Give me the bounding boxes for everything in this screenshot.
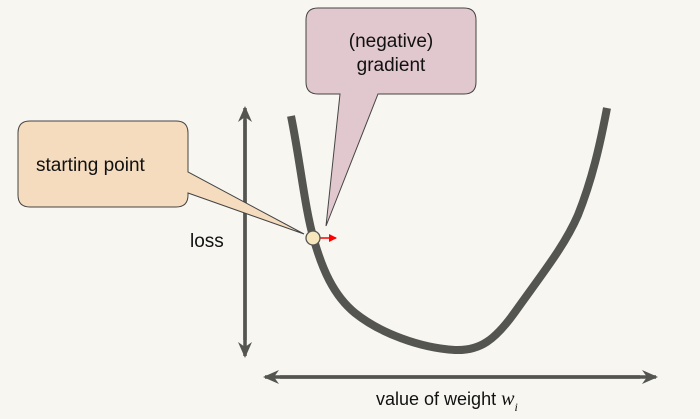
loss-axis-label: loss bbox=[190, 231, 224, 252]
starting-point-label: starting point bbox=[36, 155, 146, 176]
starting-point-marker bbox=[305, 230, 321, 246]
gradient-callout: (negative) gradient bbox=[305, 7, 477, 227]
weight-axis-label: value of weight wi bbox=[376, 388, 518, 414]
gradient-callout-line2: gradient bbox=[357, 55, 426, 76]
gradient-callout-line1: (negative) bbox=[349, 31, 434, 52]
starting-point-callout: starting point bbox=[17, 120, 305, 235]
